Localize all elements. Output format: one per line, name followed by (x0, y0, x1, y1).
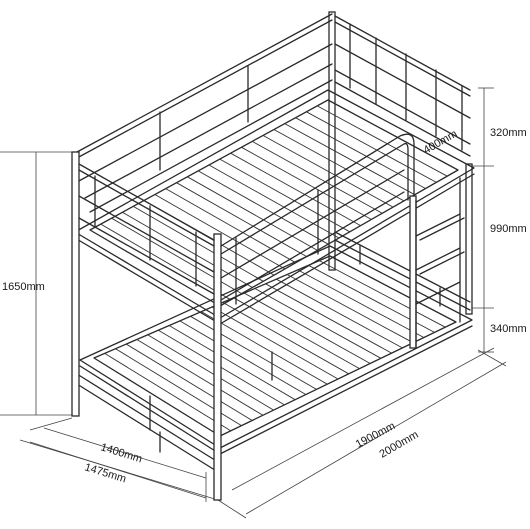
slat (222, 302, 349, 375)
outer-width-label: 1475mm (83, 461, 127, 485)
slat (230, 152, 361, 226)
slat (104, 353, 231, 432)
slat (187, 176, 318, 251)
slat (176, 182, 307, 257)
slat (111, 217, 242, 294)
slat (306, 111, 437, 183)
slat (276, 278, 403, 349)
ladder (415, 177, 465, 349)
bunk-gap-label: 990mm (490, 223, 527, 235)
slat (316, 105, 448, 177)
front-guard-rail (220, 133, 415, 305)
slat (201, 311, 328, 385)
total-height-label: 1650mm (2, 281, 45, 293)
floor-dimension-lines (19, 347, 507, 519)
slat (297, 269, 425, 338)
upper-bed (74, 89, 475, 325)
slat (241, 146, 372, 220)
slat (284, 123, 415, 196)
slat (262, 135, 394, 208)
upper-slats (100, 105, 448, 301)
slat (136, 339, 264, 416)
slat (252, 141, 383, 214)
slat (197, 170, 329, 245)
slat (295, 117, 426, 189)
slat (147, 334, 274, 411)
front-posts (71, 151, 417, 501)
slat (179, 320, 307, 395)
slat (168, 325, 296, 401)
slat (211, 306, 339, 380)
slat (273, 129, 405, 202)
slat (219, 158, 351, 233)
slat (233, 297, 360, 369)
slat (286, 274, 414, 344)
upper-headboard (334, 15, 471, 157)
inner-width-label: 1400mm (99, 441, 143, 465)
lower-rails (76, 231, 471, 473)
floor-clearance-label: 340mm (490, 323, 527, 335)
slat (265, 283, 392, 354)
slat (319, 260, 446, 328)
slat (122, 211, 253, 288)
slat (165, 188, 296, 264)
slat (190, 315, 317, 390)
slat (133, 206, 264, 282)
slat (100, 223, 232, 301)
slat (208, 164, 340, 239)
rail-height-label: 320mm (490, 127, 527, 139)
slat (243, 292, 371, 364)
slat (254, 288, 382, 359)
slat (115, 348, 242, 426)
upper-footboard (78, 163, 215, 295)
vertical-dimension-lines (0, 87, 494, 416)
upper-back-rail (76, 13, 333, 213)
lower-slats (104, 260, 446, 432)
slat (125, 343, 253, 421)
back-posts (328, 11, 473, 315)
slat (154, 194, 286, 270)
